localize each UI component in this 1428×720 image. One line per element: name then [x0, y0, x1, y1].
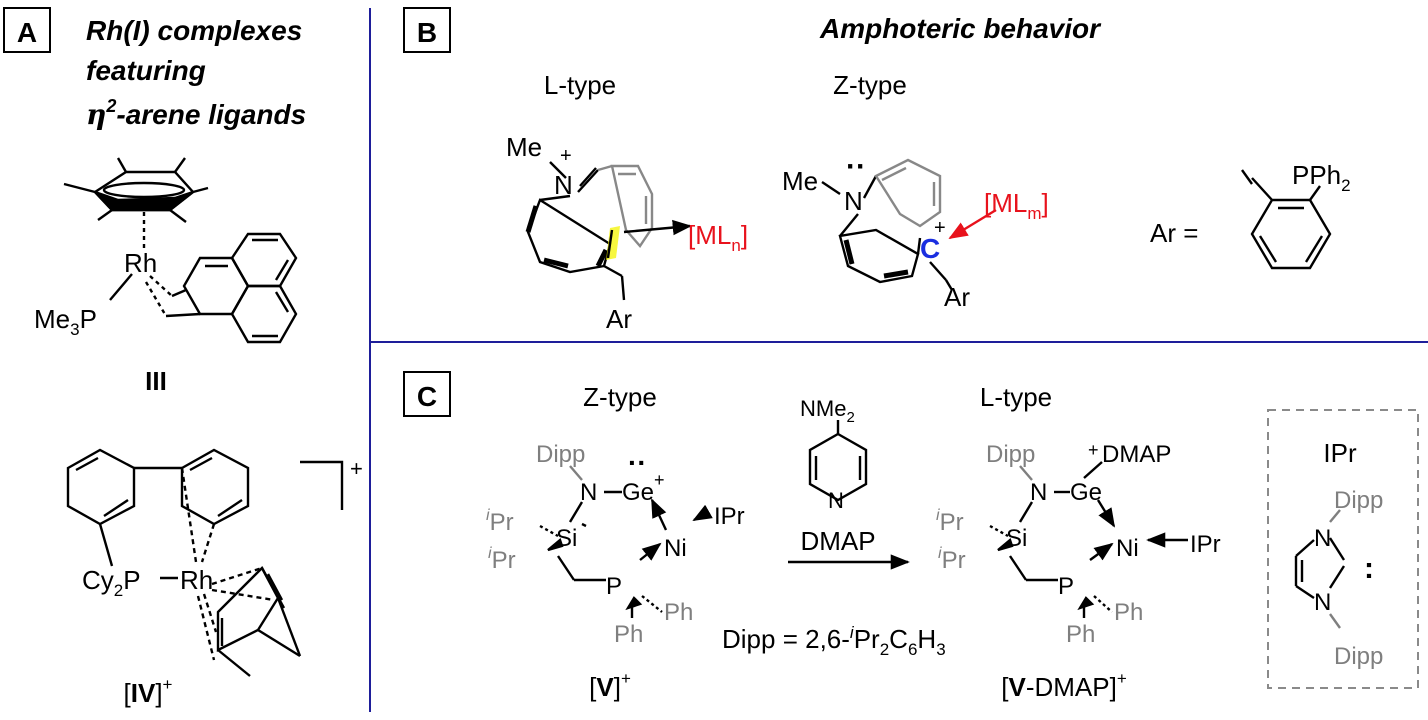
ipr-n-bottom: N: [1314, 589, 1331, 616]
panel-b-ztype-label: Z-type: [833, 70, 907, 100]
complex-v-n: N: [580, 479, 597, 506]
ztype-structure: [821, 158, 954, 291]
complex-v-ni: Ni: [664, 535, 687, 562]
panel-b-letter: B: [417, 17, 437, 48]
ztype-n: N: [844, 186, 863, 216]
complex-iv-label: [IV]+: [124, 675, 173, 708]
complex-iv-structure: [66, 448, 344, 677]
complex-v-dmap-ph-bottom: Ph: [1066, 621, 1095, 648]
ztype-ml: [MLm]: [984, 188, 1049, 223]
ltype-highlight-bond: [606, 229, 614, 259]
panel-a-letter-box: [3, 7, 51, 53]
complex-iv-rh: Rh: [180, 565, 213, 595]
panel-c-ltype-label: L-type: [980, 382, 1052, 412]
panel-a-title-line1: Rh(I) complexes: [86, 15, 302, 46]
ipr-box: [1267, 409, 1419, 689]
complex-v-dmap-ge: Ge: [1070, 479, 1102, 506]
complex-v-ge: Ge: [622, 479, 654, 506]
ipr-box-title: IPr: [1323, 438, 1357, 468]
dmap-structure: [808, 420, 868, 502]
ltype-me: Me: [506, 132, 542, 162]
ztype-ar: Ar: [944, 282, 970, 312]
complex-iii-label: III: [145, 366, 167, 396]
panel-a: A Rh(I) complexes featuring η2-arene lig…: [3, 7, 363, 708]
complex-v-structure: [539, 465, 713, 618]
complex-v-p: P: [606, 573, 622, 600]
panel-b: B Amphoteric behavior L-type Z-type Me +…: [403, 7, 1351, 334]
dmap-n: N: [828, 488, 844, 513]
panel-c: C Z-type L-type Dipp N ·· Ge + iPr Si iP…: [403, 371, 1419, 702]
ztype-me: Me: [782, 166, 818, 196]
ipr-n-top: N: [1314, 525, 1331, 552]
complex-v-dmap-ph-right: Ph: [1114, 599, 1143, 626]
complex-v-dmap-dmap: DMAP: [1102, 441, 1171, 468]
complex-v-ipr-top-i: iPr: [486, 507, 514, 536]
complex-v-ipr-ligand: IPr: [714, 503, 745, 530]
dipp-definition: Dipp = 2,6-iPr2C6H3: [722, 623, 946, 659]
complex-v-plus: +: [654, 470, 665, 490]
complex-v-label: [V]+: [589, 669, 631, 702]
ar-equals: Ar =: [1150, 218, 1198, 248]
ltype-plus: +: [560, 145, 572, 167]
ltype-n: N: [554, 170, 573, 200]
panel-b-ltype-label: L-type: [544, 70, 616, 100]
complex-v-dmap-ipr-ligand: IPr: [1190, 531, 1221, 558]
ipr-colon: :: [1364, 552, 1374, 585]
ltype-ar: Ar: [606, 304, 632, 334]
complex-v-dipp: Dipp: [536, 441, 585, 468]
panel-a-title-line3: η2-arene ligands: [86, 96, 306, 131]
complex-v-ph-bottom: Ph: [614, 621, 643, 648]
complex-iii-structure: [63, 157, 298, 344]
reaction-arrow-label: DMAP: [800, 526, 875, 556]
complex-iv-phosphine: Cy2P: [82, 565, 141, 600]
complex-iv-charge: +: [350, 456, 363, 481]
ipr-dipp-top: Dipp: [1334, 487, 1383, 514]
complex-v-ph-right: Ph: [664, 599, 693, 626]
complex-v-dmap-p: P: [1058, 573, 1074, 600]
dmap-nme2: NMe2: [800, 396, 855, 426]
ar-pph2: PPh2: [1292, 160, 1351, 195]
panel-a-title-line2: featuring: [86, 55, 206, 86]
ipr-structure: [1294, 509, 1346, 629]
complex-v-si: Si: [556, 525, 577, 552]
complex-v-dmap-ni: Ni: [1116, 535, 1139, 562]
complex-v-dmap-n: N: [1030, 479, 1047, 506]
complex-v-dmap-ipr-bottom: iPr: [938, 545, 966, 574]
complex-v-lone-pair: ··: [628, 447, 647, 478]
ltype-ml: [MLn]: [688, 220, 748, 255]
ztype-red-arrow: [948, 208, 997, 240]
complex-iii-rh: Rh: [124, 248, 157, 278]
panel-c-letter: C: [417, 381, 437, 412]
complex-v-dmap-structure: [989, 461, 1188, 618]
complex-iii-phosphine: Me3P: [34, 304, 97, 339]
panel-b-letter-box: [403, 7, 451, 53]
panel-a-letter: A: [17, 17, 37, 48]
ztype-plus: +: [934, 217, 946, 239]
complex-v-dmap-ipr-top: iPr: [936, 507, 964, 536]
panel-c-ztype-label: Z-type: [583, 382, 657, 412]
panel-b-title: Amphoteric behavior: [819, 13, 1102, 44]
complex-v-dmap-plus: +: [1088, 440, 1099, 460]
complex-v-dmap-label: [V-DMAP]+: [1001, 669, 1127, 702]
ztype-lone-pair: ··: [846, 150, 866, 183]
complex-v-ipr-bottom: iPr: [488, 545, 516, 574]
complex-v-dmap-si: Si: [1006, 525, 1027, 552]
ipr-dipp-bottom: Dipp: [1334, 643, 1383, 670]
ar-structure: [1241, 169, 1332, 270]
ltype-structure: [525, 161, 692, 301]
panel-c-letter-box: [403, 371, 451, 417]
ztype-c: C: [920, 233, 940, 264]
complex-v-dmap-dipp: Dipp: [986, 441, 1035, 468]
